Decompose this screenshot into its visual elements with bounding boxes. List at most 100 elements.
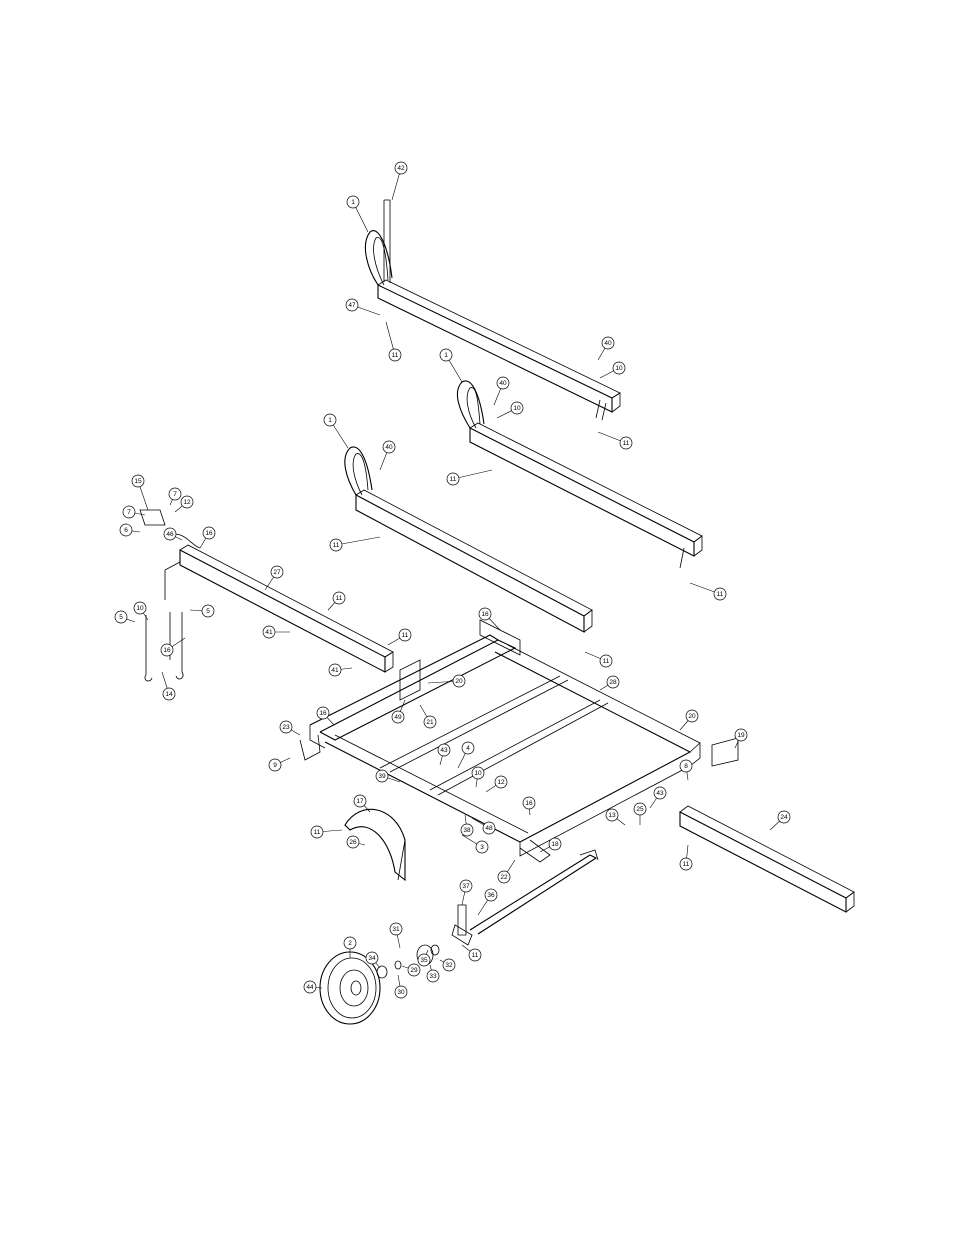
callout-circle	[497, 870, 511, 884]
callout-bubble-16: 16	[478, 607, 501, 631]
callout-circle	[494, 775, 508, 789]
callout-bubble-33: 33	[426, 964, 440, 983]
callout-circle	[442, 958, 456, 972]
callout-number: 46	[166, 531, 174, 538]
bunk-rail-middle	[456, 380, 703, 569]
callout-bubble-32: 32	[439, 958, 456, 972]
callout-circle	[423, 715, 437, 729]
callout-number: 2	[348, 940, 352, 947]
callout-bubble-7: 7	[168, 487, 182, 506]
callout-circle	[482, 821, 496, 835]
callout-number: 20	[455, 678, 463, 685]
callout-number: 14	[165, 691, 173, 698]
callout-circle	[398, 628, 412, 642]
callout-number: 23	[282, 724, 290, 731]
callout-number: 11	[333, 542, 340, 549]
callout-bubble-23: 23	[279, 720, 301, 736]
callout-number: 7	[173, 491, 177, 498]
callout-bubble-39: 39	[375, 769, 401, 783]
callout-number: 27	[273, 569, 281, 576]
leader-line	[452, 469, 493, 480]
callout-number: 7	[127, 509, 131, 516]
callout-number: 1	[351, 199, 355, 206]
callout-circle	[510, 401, 524, 415]
callout-number: 36	[487, 892, 495, 899]
leader-line	[335, 536, 381, 546]
callout-circle	[346, 835, 360, 849]
callout-bubble-28: 28	[599, 675, 620, 691]
callout-bubble-38: 38	[460, 814, 474, 837]
callout-bubble-11: 11	[387, 628, 412, 646]
callout-circle	[484, 888, 498, 902]
callout-circle	[163, 527, 177, 541]
callout-circle	[548, 837, 562, 851]
callout-circle	[633, 802, 647, 816]
callout-number: 1	[444, 352, 448, 359]
callout-circle	[713, 587, 727, 601]
callout-circle	[133, 601, 147, 615]
callout-bubble-11: 11	[679, 844, 693, 871]
callout-circle	[332, 591, 346, 605]
callout-circle	[119, 523, 133, 537]
callout-bubble-1: 1	[323, 413, 349, 449]
callout-number: 24	[780, 814, 788, 821]
callout-number: 28	[609, 679, 617, 686]
callout-circle	[375, 769, 389, 783]
callout-circle	[268, 758, 282, 772]
callout-number: 3	[480, 844, 484, 851]
bunk-rail-lower	[344, 446, 593, 633]
callout-bubble-36: 36	[477, 888, 498, 916]
callout-circle	[365, 951, 379, 965]
callout-number: 16	[163, 647, 171, 654]
callout-circle	[382, 440, 396, 454]
callout-bubble-5: 5	[189, 604, 215, 618]
callout-bubble-5: 5	[114, 610, 136, 624]
callout-circle	[605, 808, 619, 822]
callout-circle	[114, 610, 128, 624]
callout-circle	[323, 413, 337, 427]
callout-bubble-40: 40	[597, 336, 615, 361]
callout-bubble-35: 35	[417, 949, 431, 967]
callout-number: 38	[463, 827, 471, 834]
callout-number: 33	[429, 973, 437, 980]
callout-circle	[262, 625, 276, 639]
callout-bubble-43: 43	[437, 743, 451, 766]
callout-number: 16	[319, 710, 327, 717]
callout-circle	[391, 710, 405, 724]
callout-bubble-26: 26	[346, 835, 366, 849]
callout-number: 40	[385, 444, 393, 451]
callout-number: 34	[368, 955, 376, 962]
callout-number: 43	[656, 790, 664, 797]
callout-bubble-20: 20	[427, 674, 466, 688]
callout-bubble-14: 14	[161, 671, 176, 701]
callout-number: 22	[500, 874, 508, 881]
callout-bubble-16: 16	[199, 526, 216, 549]
callout-number: 6	[124, 527, 128, 534]
callout-circle	[316, 706, 330, 720]
callout-number: 16	[525, 800, 533, 807]
callout-circle	[452, 674, 466, 688]
callout-circle	[162, 687, 176, 701]
callout-number: 49	[394, 714, 402, 721]
callout-number: 41	[265, 629, 273, 636]
callout-circle	[343, 936, 357, 950]
callout-bubble-18: 18	[539, 837, 562, 853]
callout-bubble-44: 44	[303, 980, 323, 994]
callout-bubble-12: 12	[174, 495, 194, 513]
callout-bubble-25: 25	[633, 802, 647, 825]
callout-circle	[612, 361, 626, 375]
callout-bubble-7: 7	[122, 505, 146, 519]
callout-circle	[475, 840, 489, 854]
callout-bubble-42: 42	[391, 161, 408, 201]
callout-number: 1	[328, 417, 332, 424]
callout-bubble-21: 21	[419, 704, 437, 729]
callout-number: 10	[513, 405, 521, 412]
callout-circle	[303, 980, 317, 994]
callout-number: 4	[466, 745, 470, 752]
callout-number: 11	[314, 829, 321, 836]
callout-bubble-47: 47	[345, 298, 381, 316]
callout-number: 16	[481, 611, 489, 618]
callout-circle	[346, 195, 360, 209]
